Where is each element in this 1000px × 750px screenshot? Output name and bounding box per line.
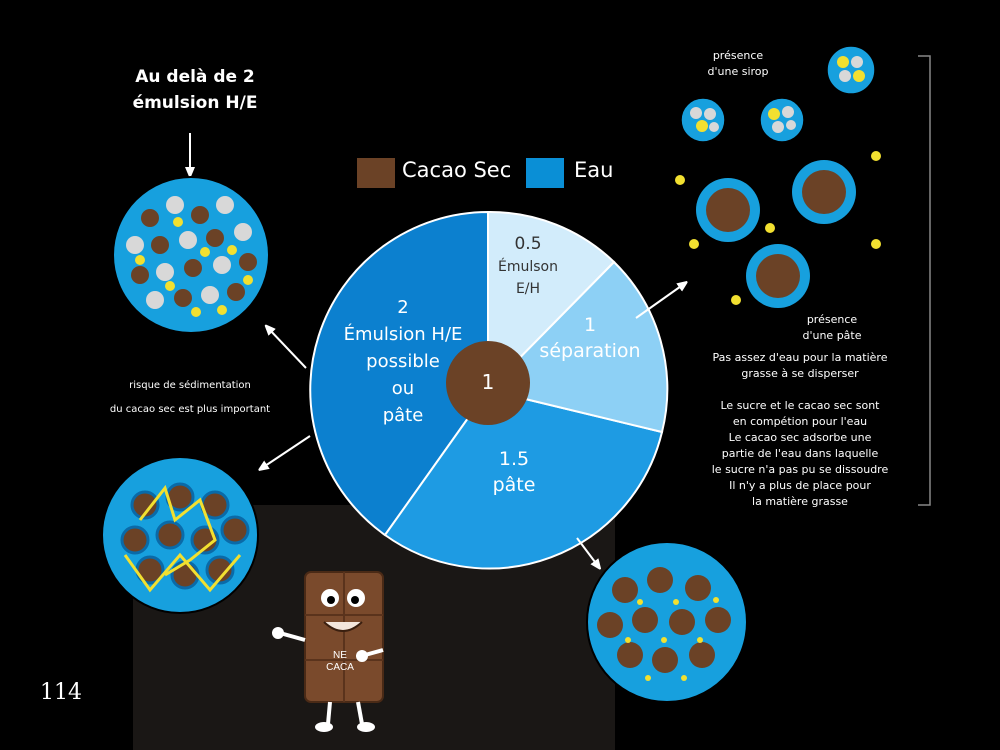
pie-label-1-5-ratio: 1.5 [498,448,530,470]
pie-label-0-5-line2: E/H [515,281,541,297]
left-title: Au delà de 2 émulsion H/E [110,64,280,116]
syrup-circle-1 [680,97,726,143]
syrup-label: présence d'une sirop [688,48,788,80]
pie-label-2-ratio: 2 [397,297,409,318]
pie-segment-0-5 [487,210,616,393]
cacao-cluster-1 [696,178,760,242]
mascot-bar-text-2: CACA [326,662,354,673]
paste-label-line2: d'une pâte [802,329,862,342]
page-number: 114 [40,680,82,705]
pie-segment-2 [309,210,489,537]
paste-circle-lower-right [586,541,748,703]
pie-label-0-5-line1: Émulson [498,259,558,275]
explain-line-1: Pas assez d'eau pour la matière [712,351,888,364]
cacao-cluster-3 [746,244,810,308]
pie-label-2-line1: Émulsion H/E [343,324,463,345]
pie-label-2-line3: ou [391,378,415,399]
arrow-to-right-cluster [635,284,684,319]
pie-label-1-ratio: 1 [583,314,597,336]
pie-label-1-line1: séparation [539,340,641,362]
paste-label: présence d'une pâte [782,312,882,344]
paste-label-line1: présence [806,313,858,326]
pie-label-1-5: 1.5 pâte [464,446,564,498]
left-note: risque de sédimentation du cacao sec est… [90,374,290,422]
arrow-to-upper-left [268,328,307,369]
arrow-to-lower-left [262,435,311,468]
free-sugar-dots [675,151,881,305]
pie-center-label: 1 [481,370,495,394]
legend-eau-swatch [526,158,564,188]
pie-segment-1 [486,260,669,434]
right-bracket [918,55,931,506]
arrow-to-lower-right [576,537,598,566]
explain-line-6: partie de l'eau dans laquelle [721,447,879,460]
paste-circle-lower-left [101,456,259,614]
pie-label-2-line4: pâte [382,405,424,426]
mascot-bar-text-1: NE [333,650,347,661]
pie-center-cacao [446,341,530,425]
pie-label-2-line2: possible [366,351,440,372]
pie-label-0-5: 0.5 Émulson E/H [488,232,568,300]
explain-line-9: la matière grasse [752,495,848,508]
pie-label-2: 2 Émulsion H/E possible ou pâte [318,294,488,429]
left-title-line1: Au delà de 2 [135,67,255,87]
legend-cacao-swatch [357,158,395,188]
explain-line-5: Le cacao sec adsorbe une [728,431,872,444]
explain-line-7: le sucre n'a pas pu se dissoudre [711,463,889,476]
explain-line-4: en compétion pour l'eau [732,415,868,428]
right-explanation: Pas assez d'eau pour la matière grasse à… [690,350,910,510]
syrup-circle-2 [759,97,805,143]
pie-label-1-5-line1: pâte [492,474,536,496]
syrup-label-line1: présence [712,49,764,62]
cacao-cluster-2 [792,160,856,224]
explain-line-2: grasse à se disperser [741,367,859,380]
pie-segment-1-5 [383,388,664,570]
emulsion-circle-upper-left [112,176,270,334]
ratio-pie-chart [309,210,669,570]
syrup-circle-3 [826,45,876,95]
explain-line-8: Il n'y a plus de place pour [729,479,871,492]
legend-eau-label: Eau [574,158,614,182]
syrup-label-line2: d'une sirop [707,65,769,78]
chocolate-mascot: NE CACA [272,571,384,732]
left-note-line1: risque de sédimentation [129,380,251,391]
legend-cacao-label: Cacao Sec [402,158,512,182]
explain-line-3: Le sucre et le cacao sec sont [720,399,880,412]
left-title-line2: émulsion H/E [132,93,258,113]
pie-label-1: 1 séparation [530,312,650,364]
left-note-line2: du cacao sec est plus important [109,404,271,415]
pie-label-0-5-ratio: 0.5 [514,234,542,254]
